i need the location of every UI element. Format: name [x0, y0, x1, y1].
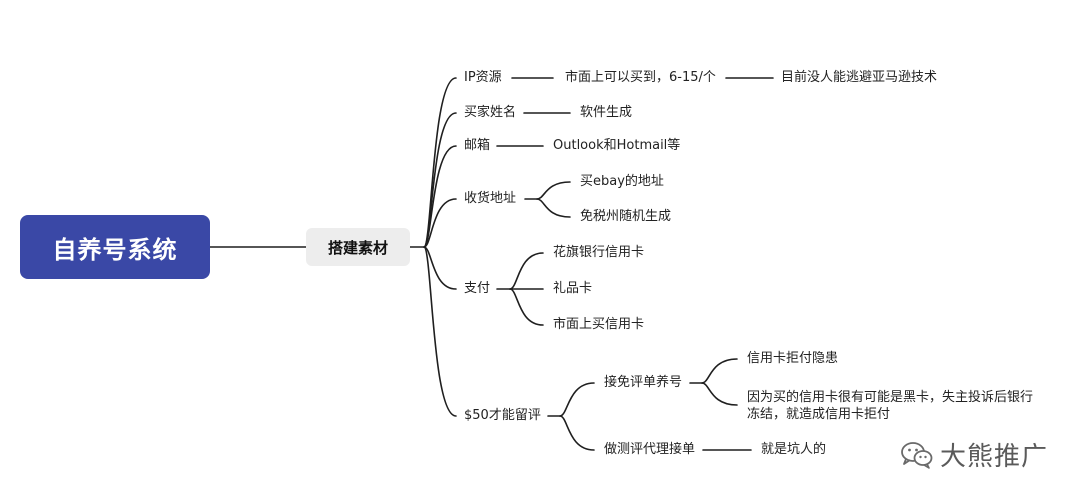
root-label: 自养号系统	[52, 235, 178, 264]
branch-address-child-1: 买ebay的地址	[580, 174, 664, 189]
branch-review-child-1a: 信用卡拒付隐患	[747, 351, 839, 366]
branch-payment: 支付	[464, 281, 491, 296]
branch-ip: IP资源	[464, 70, 502, 85]
watermark-text: 大熊推广	[940, 442, 1049, 472]
branch-payment-child-3: 市面上买信用卡	[553, 317, 645, 332]
connector-payment-3	[509, 288, 544, 326]
connector-address-2	[536, 198, 571, 218]
connector-payment-1	[509, 252, 544, 290]
connector-review1-a	[701, 358, 738, 384]
hub-node: 搭建素材	[306, 228, 410, 266]
watermark: 大熊推广	[900, 440, 1048, 474]
connector-to-payment	[423, 246, 457, 290]
root-node: 自养号系统	[20, 215, 210, 279]
branch-review-child-1b: 因为买的信用卡很有可能是黑卡，失主投诉后银行冻结，就造成信用卡拒付	[747, 390, 1034, 422]
connector-review-2	[559, 415, 595, 451]
connector-address-1	[536, 181, 571, 200]
branch-payment-child-1: 花旗银行信用卡	[553, 245, 645, 260]
branch-ip-child: 市面上可以买到，6-15/个	[565, 70, 716, 85]
branch-review-child-2: 做测评代理接单	[604, 442, 696, 457]
connector-to-email	[423, 145, 457, 248]
branch-email: 邮箱	[464, 138, 491, 153]
hub-label: 搭建素材	[327, 238, 388, 257]
branch-address-child-2: 免税州随机生成	[580, 209, 672, 224]
connector-review1-b	[701, 382, 738, 406]
branch-address: 收货地址	[464, 191, 517, 206]
connector-to-review	[423, 246, 457, 417]
branch-review-child-2a: 就是坑人的	[761, 442, 827, 457]
branch-ip-grandchild: 目前没人能逃避亚马逊技术	[781, 70, 938, 85]
wechat-icon	[900, 440, 934, 474]
branch-payment-child-2: 礼品卡	[553, 281, 593, 296]
branch-review: $50才能留评	[464, 408, 541, 423]
branch-buyer-name-child: 软件生成	[580, 105, 633, 120]
connector-to-address	[423, 198, 457, 248]
branch-email-child: Outlook和Hotmail等	[553, 138, 681, 153]
connector-review-1	[559, 382, 595, 417]
branch-review-child-1: 接免评单养号	[604, 375, 683, 390]
branch-buyer-name: 买家姓名	[464, 105, 517, 120]
